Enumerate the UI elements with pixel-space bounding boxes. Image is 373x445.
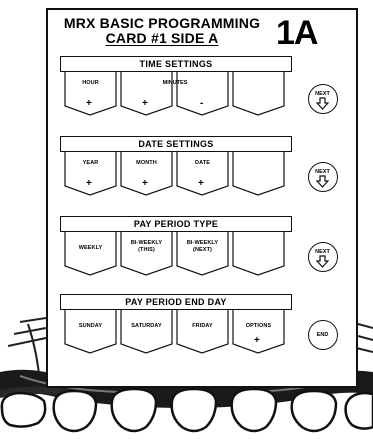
key-row: HOUR + + - MINUTES — [64, 72, 288, 116]
next-button[interactable]: NEXT — [308, 84, 338, 114]
key-label-line-1: BI-WEEKLY — [130, 240, 163, 246]
key-weekly[interactable]: WEEKLY — [64, 232, 117, 276]
key-options[interactable]: OPTIONS + — [232, 310, 285, 354]
key-label-line-1: BI-WEEKLY — [186, 240, 219, 246]
key-label: HOUR — [82, 80, 99, 86]
function-key-6[interactable] — [290, 389, 338, 433]
end-label: END — [316, 332, 329, 338]
key-biweekly-next[interactable]: BI-WEEKLY (NEXT) — [176, 232, 229, 276]
function-key-2[interactable] — [52, 389, 98, 433]
key-label: BI-WEEKLY (THIS) — [120, 240, 173, 253]
key-blank[interactable] — [232, 152, 285, 196]
key-row: SUNDAY SATURDAY FRIDAY OPTIONS + — [64, 310, 288, 354]
key-label-line-2: (THIS) — [138, 246, 155, 253]
section-pay-period-type: PAY PERIOD TYPE WEEKLY BI-WEEKLY (THIS) — [60, 216, 292, 278]
function-key-3[interactable] — [110, 387, 158, 433]
next-button[interactable]: NEXT — [308, 242, 338, 272]
card-subtitle: CARD #1 SIDE A — [105, 30, 219, 46]
key-saturday[interactable]: SATURDAY — [120, 310, 173, 354]
down-arrow-icon — [316, 97, 329, 110]
key-month[interactable]: MONTH + — [120, 152, 173, 196]
section-header: DATE SETTINGS — [60, 136, 292, 152]
key-label-minutes: MINUTES — [162, 80, 188, 86]
key-label: FRIDAY — [192, 323, 213, 329]
next-label: NEXT — [315, 91, 330, 97]
key-blank[interactable] — [232, 72, 285, 116]
card-id: 1A — [276, 14, 318, 52]
key-biweekly-this[interactable]: BI-WEEKLY (THIS) — [120, 232, 173, 276]
next-button[interactable]: NEXT — [308, 162, 338, 192]
function-key-7[interactable] — [344, 391, 373, 430]
key-row: WEEKLY BI-WEEKLY (THIS) BI-WEEKLY (NEXT) — [64, 232, 288, 276]
section-header: PAY PERIOD END DAY — [60, 294, 292, 310]
section-header: TIME SETTINGS — [60, 56, 292, 72]
function-key-4[interactable] — [170, 387, 218, 433]
key-friday[interactable]: FRIDAY — [176, 310, 229, 354]
key-label: SATURDAY — [131, 323, 162, 329]
key-minutes-minus[interactable]: - — [176, 72, 229, 116]
key-minutes-plus[interactable]: + — [120, 72, 173, 116]
section-header: PAY PERIOD TYPE — [60, 216, 292, 232]
plus-sign: + — [86, 98, 92, 109]
function-key-1[interactable] — [0, 391, 47, 428]
key-label: YEAR — [82, 160, 99, 166]
key-label: WEEKLY — [78, 245, 103, 251]
key-label: MONTH — [136, 160, 157, 166]
key-label: BI-WEEKLY (NEXT) — [176, 240, 229, 253]
down-arrow-icon — [316, 255, 329, 268]
function-keys — [0, 387, 373, 433]
next-label: NEXT — [315, 169, 330, 175]
section-time-settings: TIME SETTINGS HOUR + + - MINUTES — [60, 56, 292, 118]
key-blank[interactable] — [232, 232, 285, 276]
plus-sign: + — [86, 178, 92, 189]
key-label-line-2: (NEXT) — [193, 246, 212, 253]
function-key-5[interactable] — [230, 387, 278, 433]
programming-card: MRX BASIC PROGRAMMING CARD #1 SIDE A 1A … — [46, 8, 358, 388]
minus-sign: - — [200, 98, 204, 109]
key-date[interactable]: DATE + — [176, 152, 229, 196]
card-title: MRX BASIC PROGRAMMING — [63, 15, 261, 31]
key-sunday[interactable]: SUNDAY — [64, 310, 117, 354]
down-arrow-icon — [316, 175, 329, 188]
plus-sign: + — [142, 178, 148, 189]
next-label: NEXT — [315, 249, 330, 255]
plus-sign: + — [254, 335, 260, 346]
section-pay-period-end-day: PAY PERIOD END DAY SUNDAY SATURDAY FRIDA… — [60, 294, 292, 356]
plus-sign: + — [142, 98, 148, 109]
key-label: DATE — [195, 160, 210, 166]
key-label: OPTIONS — [245, 323, 272, 329]
key-row: YEAR + MONTH + DATE + — [64, 152, 288, 196]
section-date-settings: DATE SETTINGS YEAR + MONTH + DATE + — [60, 136, 292, 198]
key-label: SUNDAY — [78, 323, 103, 329]
card-title-block: MRX BASIC PROGRAMMING CARD #1 SIDE A — [62, 16, 262, 46]
end-button[interactable]: END — [308, 320, 338, 350]
plus-sign: + — [198, 178, 204, 189]
key-year[interactable]: YEAR + — [64, 152, 117, 196]
key-hour[interactable]: HOUR + — [64, 72, 117, 116]
